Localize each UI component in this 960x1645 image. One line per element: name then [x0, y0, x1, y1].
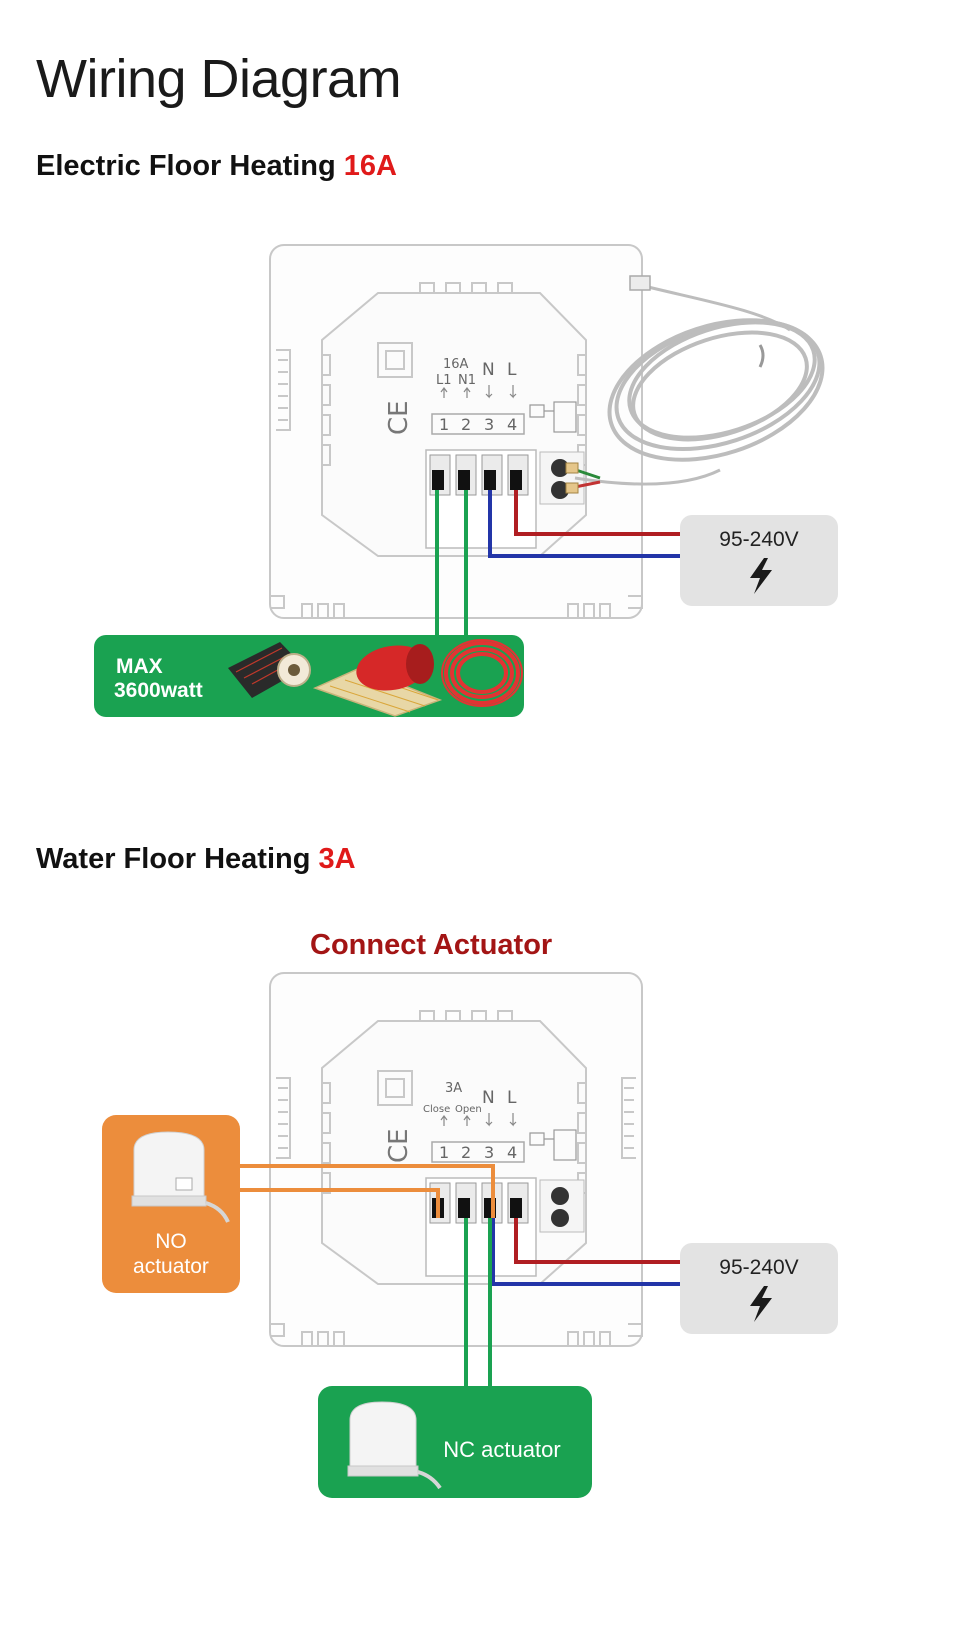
electric-rating: 16A — [443, 357, 469, 372]
heating-film-image — [228, 642, 311, 698]
electric-wiring-diagram: CE 16A L1 N1 N L 1 2 3 4 — [94, 244, 838, 717]
water-rating: 3A — [445, 1081, 462, 1096]
electric-neutral-wire — [488, 490, 680, 558]
electric-num-1: 1 — [439, 415, 449, 434]
no-actuator-wire-1 — [240, 1164, 495, 1218]
heating-mat-image — [312, 644, 443, 717]
sensor-cable-coil-image — [574, 275, 825, 486]
water-num-3: 3 — [484, 1143, 494, 1162]
electric-num-4: 4 — [507, 415, 517, 434]
electric-thermostat-plate — [269, 244, 643, 619]
electric-live-wire — [514, 490, 680, 536]
water-heading-text: Water Floor Heating — [36, 843, 311, 875]
electric-terminal-numbers: 1 2 3 4 — [439, 415, 517, 434]
no-actuator-label-1: NO — [155, 1230, 187, 1253]
water-terminal-block — [425, 1177, 585, 1277]
water-terminal-open: Open — [455, 1104, 482, 1115]
water-power-label: 95-240V — [719, 1256, 798, 1279]
electric-load-box: MAX 3600watt — [94, 635, 524, 717]
water-power-box: 95-240V — [680, 1243, 838, 1334]
electric-terminal-n: N — [482, 360, 495, 380]
electric-terminal-labels: 16A L1 N1 N L — [436, 357, 517, 388]
electric-terminal-l: L — [507, 360, 517, 380]
page-title: Wiring Diagram — [36, 49, 402, 109]
water-terminal-n: N — [482, 1088, 495, 1108]
water-heading: Water Floor Heating 3A — [36, 843, 356, 876]
no-actuator-box: NO actuator — [102, 1115, 240, 1293]
water-num-4: 4 — [507, 1143, 517, 1162]
nc-actuator-box: NC actuator — [318, 1386, 592, 1498]
electric-terminal-l1: L1 — [436, 373, 452, 388]
water-current: 3A — [318, 843, 356, 875]
water-ce-mark: CE — [384, 1128, 414, 1163]
electric-num-2: 2 — [461, 415, 471, 434]
water-terminal-close: Close — [423, 1104, 450, 1115]
load-max-label: MAX — [116, 655, 163, 678]
electric-heading: Electric Floor Heating 16A — [36, 150, 397, 183]
electric-num-3: 3 — [484, 415, 494, 434]
nc-actuator-label: NC actuator — [443, 1437, 560, 1462]
no-actuator-image — [131, 1131, 230, 1223]
lightning-bolt-icon — [750, 1286, 772, 1322]
water-terminal-numbers: 1 2 3 4 — [439, 1143, 517, 1162]
water-sensor-symbol — [529, 1129, 577, 1161]
electric-power-label: 95-240V — [719, 528, 798, 551]
electric-ce-mark: CE — [384, 400, 414, 435]
electric-sensor-symbol — [529, 401, 577, 433]
electric-heading-text: Electric Floor Heating — [36, 150, 336, 182]
water-live-wire — [514, 1218, 680, 1264]
water-terminal-labels: 3A Close Open N L — [423, 1081, 517, 1115]
load-watt-label: 3600watt — [114, 679, 203, 702]
water-num-1: 1 — [439, 1143, 449, 1162]
sensor-wire-leads — [565, 462, 601, 494]
nc-actuator-image — [347, 1401, 442, 1490]
lightning-bolt-icon — [750, 558, 772, 594]
water-neutral-wire — [491, 1218, 680, 1286]
water-wiring-diagram: CE 3A Close Open N L 1 2 3 4 — [102, 972, 838, 1498]
connect-actuator-title: Connect Actuator — [310, 929, 553, 961]
no-actuator-label-2: actuator — [133, 1255, 209, 1278]
electric-terminal-n1: N1 — [458, 373, 476, 388]
water-num-2: 2 — [461, 1143, 471, 1162]
electric-current: 16A — [343, 150, 397, 182]
electric-power-box: 95-240V — [680, 515, 838, 606]
water-thermostat-plate — [269, 972, 643, 1347]
heating-cable-image — [441, 639, 523, 707]
water-terminal-l: L — [507, 1088, 517, 1108]
no-actuator-wire-2 — [240, 1188, 440, 1218]
